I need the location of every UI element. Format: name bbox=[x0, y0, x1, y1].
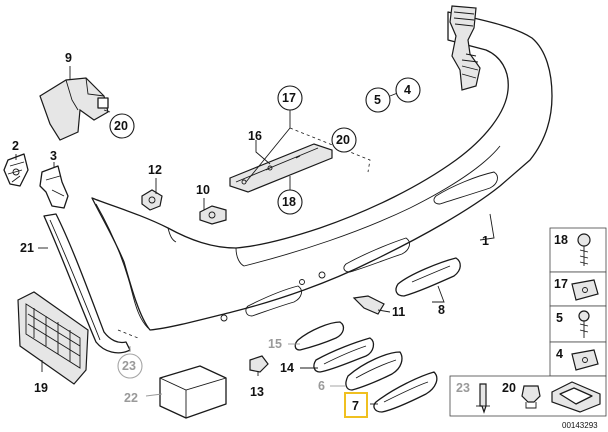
callout-23-circle bbox=[117, 353, 143, 379]
part-11-bracket[interactable] bbox=[352, 295, 385, 315]
part-9-bracket[interactable] bbox=[39, 77, 109, 141]
part-7-trim[interactable] bbox=[373, 371, 438, 413]
callout-14: 14 bbox=[280, 361, 294, 375]
part-8-reflector[interactable] bbox=[395, 257, 461, 297]
callout-20-circle-a bbox=[109, 113, 135, 139]
rivet-icon bbox=[476, 383, 490, 414]
part-6-trim[interactable] bbox=[345, 351, 403, 391]
fastener-legend: 18 17 5 4 23 20 bbox=[449, 227, 607, 417]
clip-nut-icon bbox=[571, 349, 599, 371]
bracket-shape-icon bbox=[551, 381, 601, 413]
part-2-clip[interactable] bbox=[3, 153, 29, 187]
callout-19: 19 bbox=[34, 381, 48, 395]
part-14-strip[interactable] bbox=[313, 337, 375, 373]
part-3-bracket[interactable] bbox=[39, 165, 69, 209]
callout-6: 6 bbox=[318, 379, 325, 393]
legend-label-4: 4 bbox=[556, 347, 563, 361]
callout-20-circle-b bbox=[331, 127, 357, 153]
legend-box-4 bbox=[549, 341, 607, 377]
callout-1: 1 bbox=[482, 234, 489, 248]
part-22-box[interactable] bbox=[159, 365, 227, 419]
part-19-grille[interactable] bbox=[17, 291, 89, 385]
legend-box-18 bbox=[549, 227, 607, 273]
callout-17-circle bbox=[277, 85, 303, 111]
part-10-sensor[interactable] bbox=[199, 205, 227, 225]
callout-15: 15 bbox=[268, 337, 282, 351]
callout-11: 11 bbox=[392, 305, 405, 319]
callout-5-circle bbox=[365, 87, 391, 113]
callout-2: 2 bbox=[12, 139, 19, 153]
part-15-panel[interactable] bbox=[294, 321, 345, 351]
legend-label-17: 17 bbox=[554, 277, 568, 291]
callout-7-highlight bbox=[344, 392, 368, 418]
callout-8: 8 bbox=[438, 303, 445, 317]
callout-20-a: 20 bbox=[114, 119, 128, 133]
callout-5: 5 bbox=[374, 93, 381, 107]
callout-20-b: 20 bbox=[336, 133, 350, 147]
callout-18: 18 bbox=[282, 195, 296, 209]
callout-10: 10 bbox=[196, 183, 210, 197]
legend-label-5: 5 bbox=[556, 311, 563, 325]
leader-lines bbox=[15, 53, 495, 405]
callout-4-circle bbox=[395, 77, 421, 103]
part-13-socket[interactable] bbox=[249, 355, 269, 373]
catalog-code: 00143293 bbox=[562, 421, 598, 430]
legend-label-20: 20 bbox=[502, 381, 516, 395]
part-16-bracket[interactable] bbox=[229, 143, 333, 193]
callout-9: 9 bbox=[65, 51, 72, 65]
callout-4: 4 bbox=[404, 83, 411, 97]
callout-21: 21 bbox=[20, 241, 34, 255]
callout-22: 22 bbox=[124, 391, 138, 405]
callout-7: 7 bbox=[352, 399, 359, 413]
screw-icon bbox=[577, 233, 591, 266]
callouts: 9 20 2 3 21 19 12 10 16 17 18 20 5 4 1 8… bbox=[12, 51, 489, 418]
callout-23-a: 23 bbox=[122, 359, 136, 373]
callout-13: 13 bbox=[250, 385, 264, 399]
callout-3: 3 bbox=[50, 149, 57, 163]
screw-icon bbox=[578, 310, 590, 338]
legend-label-23: 23 bbox=[456, 381, 470, 395]
part-12-sensor[interactable] bbox=[141, 189, 163, 211]
part-21-molding[interactable] bbox=[43, 213, 139, 354]
callout-12: 12 bbox=[148, 163, 162, 177]
legend-label-18: 18 bbox=[554, 233, 568, 247]
plug-icon bbox=[521, 385, 541, 409]
clip-nut-icon bbox=[571, 279, 599, 301]
bumper-cover[interactable] bbox=[91, 5, 553, 331]
callout-18-circle bbox=[277, 189, 303, 215]
callout-17: 17 bbox=[282, 91, 296, 105]
callout-16: 16 bbox=[248, 129, 262, 143]
